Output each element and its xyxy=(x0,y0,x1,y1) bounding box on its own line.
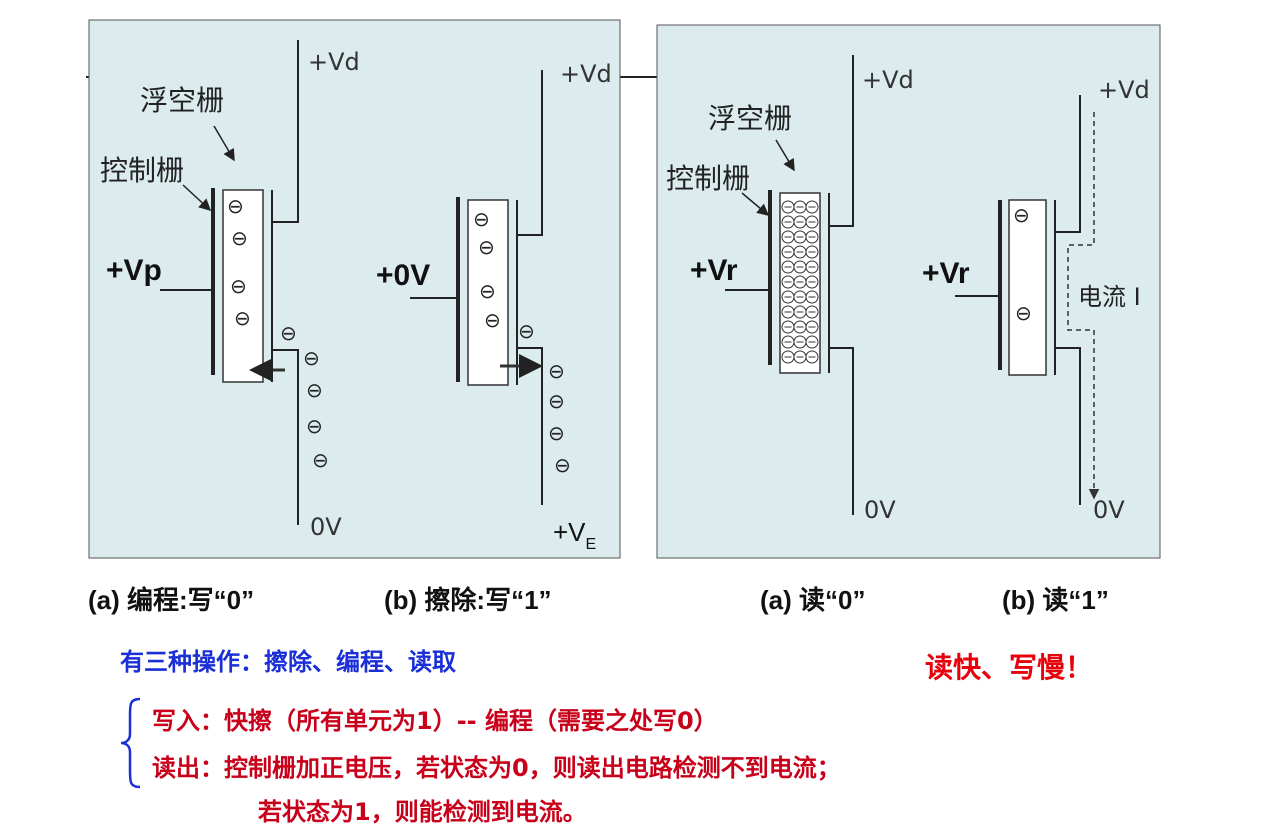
svg-text:⊖: ⊖ xyxy=(306,378,323,402)
svg-text:⊖: ⊖ xyxy=(227,194,244,218)
current-label: 电流 I xyxy=(1078,283,1141,311)
read0-transistor: +Vr +Vd 0V xyxy=(690,55,914,524)
erase-gate-voltage: +0V xyxy=(376,259,430,292)
svg-text:⊖: ⊖ xyxy=(303,346,320,370)
svg-text:⊖: ⊖ xyxy=(554,453,571,477)
read1-drain-label: +Vd xyxy=(1098,76,1150,104)
read1-electrons: ⊖ ⊖ xyxy=(1013,203,1032,325)
svg-text:⊖: ⊖ xyxy=(548,421,565,445)
svg-text:⊖: ⊖ xyxy=(479,279,496,303)
speed-text: 读快、写慢！ xyxy=(925,651,1094,684)
read0-gate-voltage: +Vr xyxy=(690,254,738,287)
svg-text:⊖: ⊖ xyxy=(478,235,495,259)
svg-text:⊖: ⊖ xyxy=(230,274,247,298)
svg-text:⊖: ⊖ xyxy=(473,207,490,231)
floating-gate-label: 浮空栅 xyxy=(708,102,792,135)
erase-electrons: ⊖ ⊖ ⊖ ⊖ ⊖ ⊖ ⊖ ⊖ ⊖ xyxy=(473,207,571,477)
caption-read1: (b) 读“1” xyxy=(1002,585,1109,615)
read1-transistor: +Vr +Vd 0V 电流 I ⊖ ⊖ xyxy=(922,76,1150,524)
read-note-b: 若状态为1，则能检测到电流。 xyxy=(258,798,587,826)
caption-erase: (b) 擦除:写“1” xyxy=(384,585,552,615)
svg-text:⊖: ⊖ xyxy=(518,319,535,343)
operations-text: 有三种操作：擦除、编程、读取 xyxy=(120,648,456,676)
program-drain-label: +Vd xyxy=(308,48,360,76)
caption-program: (a) 编程:写“0” xyxy=(88,585,255,615)
erase-source-label: +VE xyxy=(553,517,596,553)
read0-drain-label: +Vd xyxy=(862,66,914,94)
brace-icon xyxy=(120,697,141,789)
write-note: 写入：快擦（所有单元为1）-- 编程（需要之处写0） xyxy=(152,707,718,735)
erase-transistor: +0V +Vd ⊖ ⊖ ⊖ ⊖ ⊖ ⊖ ⊖ ⊖ ⊖ +VE xyxy=(376,60,612,553)
svg-text:⊖: ⊖ xyxy=(234,306,251,330)
floating-gate-label: 浮空栅 xyxy=(140,84,224,117)
flash-diagram: 浮空栅 控制栅 +Vp +Vd 0V ⊖ ⊖ ⊖ ⊖ ⊖ ⊖ ⊖ ⊖ xyxy=(86,19,1161,559)
program-electrons: ⊖ ⊖ ⊖ ⊖ ⊖ ⊖ ⊖ ⊖ ⊖ xyxy=(227,194,329,472)
svg-text:⊖: ⊖ xyxy=(1013,203,1030,227)
svg-text:⊖: ⊖ xyxy=(484,308,501,332)
right-panel: 浮空栅 控制栅 +Vr +Vd 0V +Vr +Vd 0V xyxy=(656,24,1161,559)
svg-text:⊖: ⊖ xyxy=(312,448,329,472)
read-note-a: 读出：控制栅加正电压，若状态为0，则读出电路检测不到电流； xyxy=(152,754,841,782)
program-source-label: 0V xyxy=(310,513,342,541)
read0-electrons xyxy=(781,200,819,364)
read1-gate-voltage: +Vr xyxy=(922,257,970,290)
control-gate-label: 控制栅 xyxy=(100,154,184,187)
control-gate-label: 控制栅 xyxy=(666,162,750,195)
svg-text:⊖: ⊖ xyxy=(548,389,565,413)
svg-text:⊖: ⊖ xyxy=(1015,301,1032,325)
read1-source-label: 0V xyxy=(1093,496,1125,524)
read0-source-label: 0V xyxy=(864,496,896,524)
svg-text:⊖: ⊖ xyxy=(548,359,565,383)
erase-drain-label: +Vd xyxy=(560,60,612,88)
svg-text:⊖: ⊖ xyxy=(231,226,248,250)
svg-text:⊖: ⊖ xyxy=(280,321,297,345)
caption-read0: (a) 读“0” xyxy=(760,585,866,615)
left-panel: 浮空栅 控制栅 +Vp +Vd 0V ⊖ ⊖ ⊖ ⊖ ⊖ ⊖ ⊖ ⊖ xyxy=(88,19,621,559)
svg-text:⊖: ⊖ xyxy=(306,414,323,438)
program-gate-voltage: +Vp xyxy=(106,254,162,287)
program-transistor: +Vp +Vd 0V ⊖ ⊖ ⊖ ⊖ ⊖ ⊖ ⊖ ⊖ ⊖ xyxy=(106,40,360,541)
current-path xyxy=(1067,112,1100,500)
